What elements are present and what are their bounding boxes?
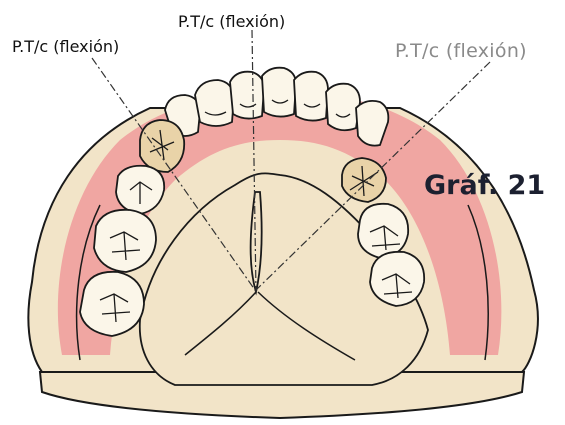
tooth (230, 72, 264, 119)
label-top-right: P.T/c (flexión) (395, 42, 527, 61)
tooth (370, 252, 424, 306)
label-top-center: P.T/c (flexión) (178, 14, 285, 30)
tooth (195, 80, 234, 126)
tooth (294, 72, 328, 121)
canine-right (342, 158, 386, 202)
figure-title: Gráf. 21 (424, 170, 545, 201)
tooth (262, 68, 296, 117)
label-top-left: P.T/c (flexión) (12, 39, 119, 55)
canine-left (140, 120, 184, 172)
tooth (326, 84, 360, 131)
tooth (80, 272, 144, 336)
tooth (358, 204, 408, 258)
